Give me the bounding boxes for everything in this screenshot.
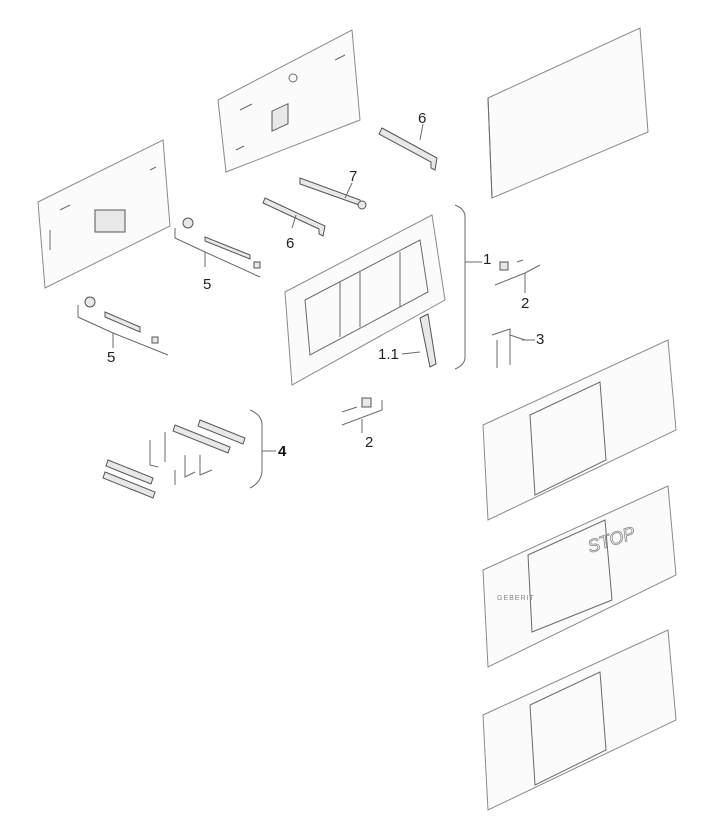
label-5-lower: 5 bbox=[107, 349, 115, 366]
label-5-upper: 5 bbox=[203, 276, 211, 293]
part-2-right bbox=[494, 259, 541, 293]
back-plate-left bbox=[37, 139, 171, 289]
bracket-1 bbox=[454, 204, 466, 370]
part-2-bottom bbox=[341, 397, 383, 433]
mounting-frame bbox=[284, 214, 446, 386]
cover-plate-1 bbox=[487, 27, 649, 199]
label-3: 3 bbox=[536, 331, 544, 348]
label-1-1: 1.1 bbox=[378, 346, 399, 363]
part-5-lower bbox=[77, 296, 169, 356]
back-plate-top bbox=[217, 29, 361, 173]
label-6-mid: 6 bbox=[286, 235, 294, 252]
cover-plate-3: GEBERIT STOP bbox=[482, 485, 677, 668]
part-3-clip bbox=[491, 328, 526, 368]
label-1: 1 bbox=[483, 251, 491, 268]
cover-plate-2 bbox=[482, 339, 677, 521]
part-5-upper bbox=[174, 217, 261, 278]
rod-6-top bbox=[378, 123, 438, 171]
cover-plate-4 bbox=[482, 629, 677, 811]
clip-1-1 bbox=[419, 313, 437, 368]
label-2-bottom: 2 bbox=[365, 434, 373, 451]
label-2-right: 2 bbox=[521, 295, 529, 312]
part-4-fixing-set bbox=[102, 409, 276, 499]
rod-7 bbox=[299, 177, 367, 210]
brand-text: GEBERIT bbox=[497, 595, 535, 602]
label-4: 4 bbox=[278, 443, 287, 460]
rod-6-mid bbox=[262, 197, 326, 237]
label-6-top: 6 bbox=[418, 110, 426, 127]
label-7: 7 bbox=[349, 168, 357, 185]
